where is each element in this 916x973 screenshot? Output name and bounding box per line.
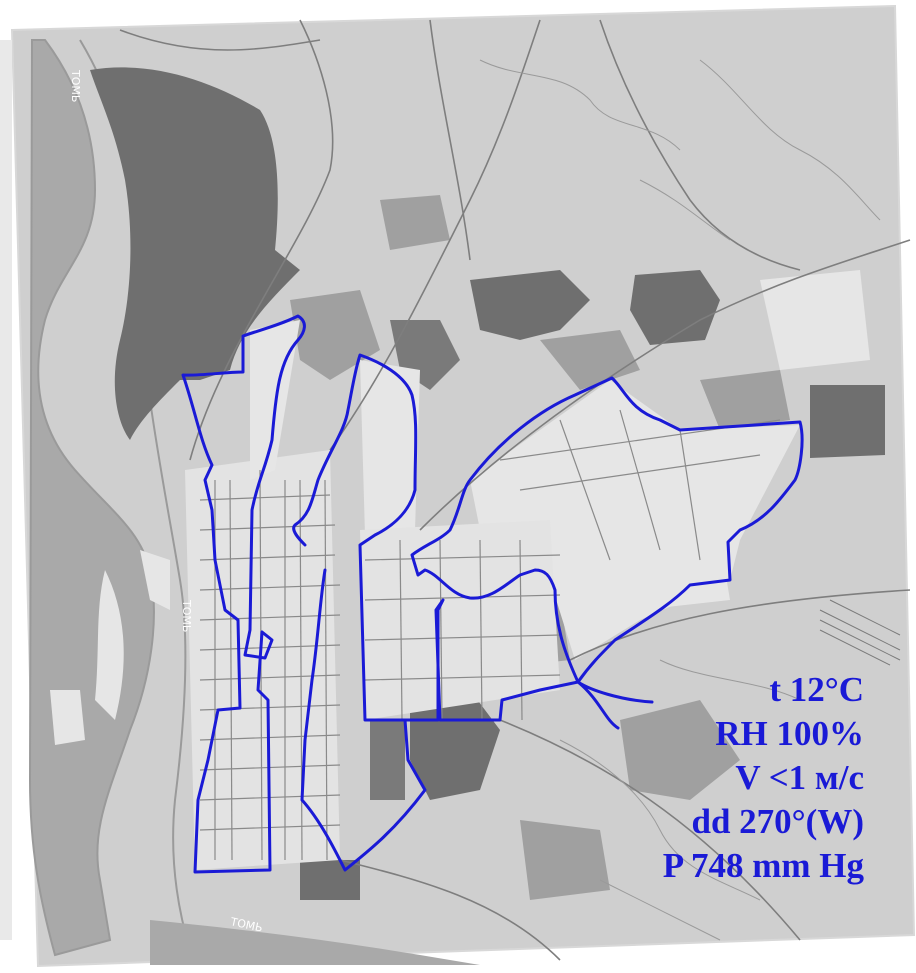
pressure-readout: P 748 mm Hg <box>662 846 864 885</box>
route-west <box>181 314 306 874</box>
river-sandbar <box>95 570 124 720</box>
measurement-routes <box>181 314 804 874</box>
district-light-northeast <box>470 380 800 660</box>
district-mid-6 <box>620 700 740 800</box>
district-light-middle <box>360 520 560 720</box>
route-central <box>292 353 654 730</box>
hatched-zone <box>819 599 901 666</box>
weather-conditions-panel: t 12°C RH 100% V <1 м/с dd 270°(W) P 748… <box>663 668 864 888</box>
industrial-zone-northeast <box>630 270 720 345</box>
industrial-zone-south <box>410 690 500 800</box>
district-mid-4 <box>700 370 790 430</box>
river-label-north: ТОМЬ <box>69 69 82 102</box>
temperature-readout: t 12°C <box>769 670 864 709</box>
district-light-north-1 <box>360 360 420 535</box>
district-light-east <box>760 270 870 370</box>
industrial-zone-far-east <box>810 385 885 458</box>
district-mid-8 <box>380 195 450 250</box>
main-roads <box>119 19 911 961</box>
district-mid-3 <box>540 330 640 390</box>
wind-direction-readout: dd 270°(W) <box>691 802 865 841</box>
district-mid-7 <box>520 820 610 900</box>
wind-speed-readout: V <1 м/с <box>735 758 864 797</box>
industrial-zone-east <box>470 270 590 340</box>
route-south-loop <box>300 568 427 872</box>
industrial-zone-southwest <box>370 720 405 800</box>
humidity-readout: RH 100% <box>715 714 864 753</box>
district-mid-2 <box>290 290 380 380</box>
river-lower-reach <box>150 920 480 965</box>
district-light-left-bank-2 <box>140 550 170 610</box>
district-light-southeast <box>620 540 730 610</box>
forest-zone-north <box>90 67 300 440</box>
river-label-middle: ТОМЬ <box>180 599 193 632</box>
district-light-left-bank <box>50 690 85 745</box>
district-light-centre <box>185 450 340 870</box>
terrain-contours <box>479 59 881 941</box>
route-east <box>410 376 804 684</box>
adjacent-page-strip <box>0 40 12 940</box>
